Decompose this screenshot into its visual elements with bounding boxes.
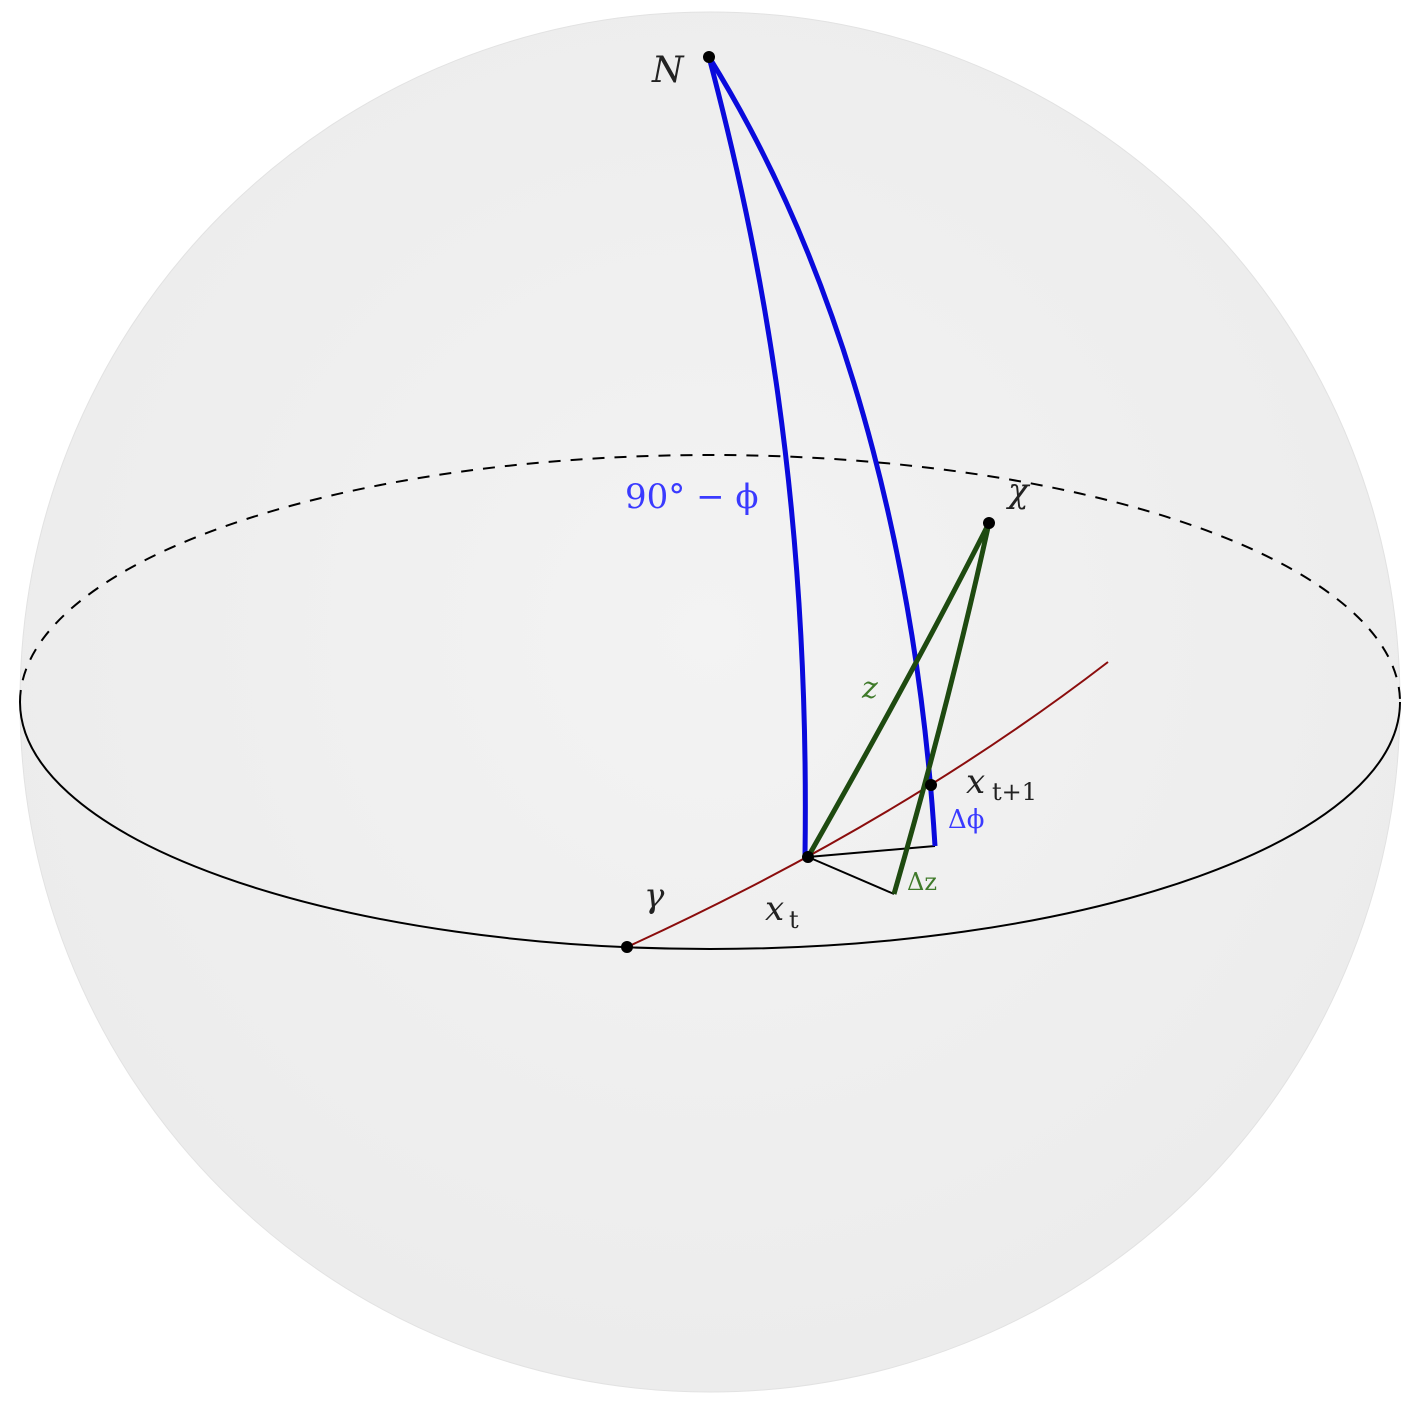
x-t-point	[802, 851, 814, 863]
meridian-arc-xt	[706, 56, 808, 856]
x-next-point	[925, 779, 937, 791]
x-t-label: x t	[765, 889, 799, 934]
equator-front	[19, 701, 1401, 950]
colatitude-label: 90° − ϕ	[625, 477, 759, 517]
north-label: N	[651, 50, 685, 91]
delta-phi-segment	[807, 845, 936, 858]
delta-z-segment	[807, 856, 895, 895]
x-t-base: x	[765, 889, 784, 929]
x-next-subscript: t+1	[992, 778, 1037, 806]
gamma-label: γ	[644, 876, 665, 916]
north-pole-point	[703, 51, 715, 63]
x-next-base: x	[966, 762, 985, 802]
zenith-distance-label: z	[861, 671, 878, 706]
meridian-arc-xt1	[706, 55, 938, 847]
equator-back-dashed	[19, 454, 1401, 703]
star-label: χ	[1006, 471, 1031, 511]
star-point	[983, 517, 995, 529]
trajectory-arc	[626, 661, 1109, 948]
x-next-label: x t+1	[966, 762, 1037, 806]
delta-z-label: Δz	[907, 868, 937, 896]
celestial-sphere	[19, 11, 1401, 1393]
zenith-arc-xt1	[891, 522, 992, 895]
zenith-arc-xt	[805, 521, 992, 859]
x-t-subscript: t	[789, 906, 799, 934]
gamma-point	[621, 941, 633, 953]
delta-phi-label: Δϕ	[948, 805, 985, 835]
